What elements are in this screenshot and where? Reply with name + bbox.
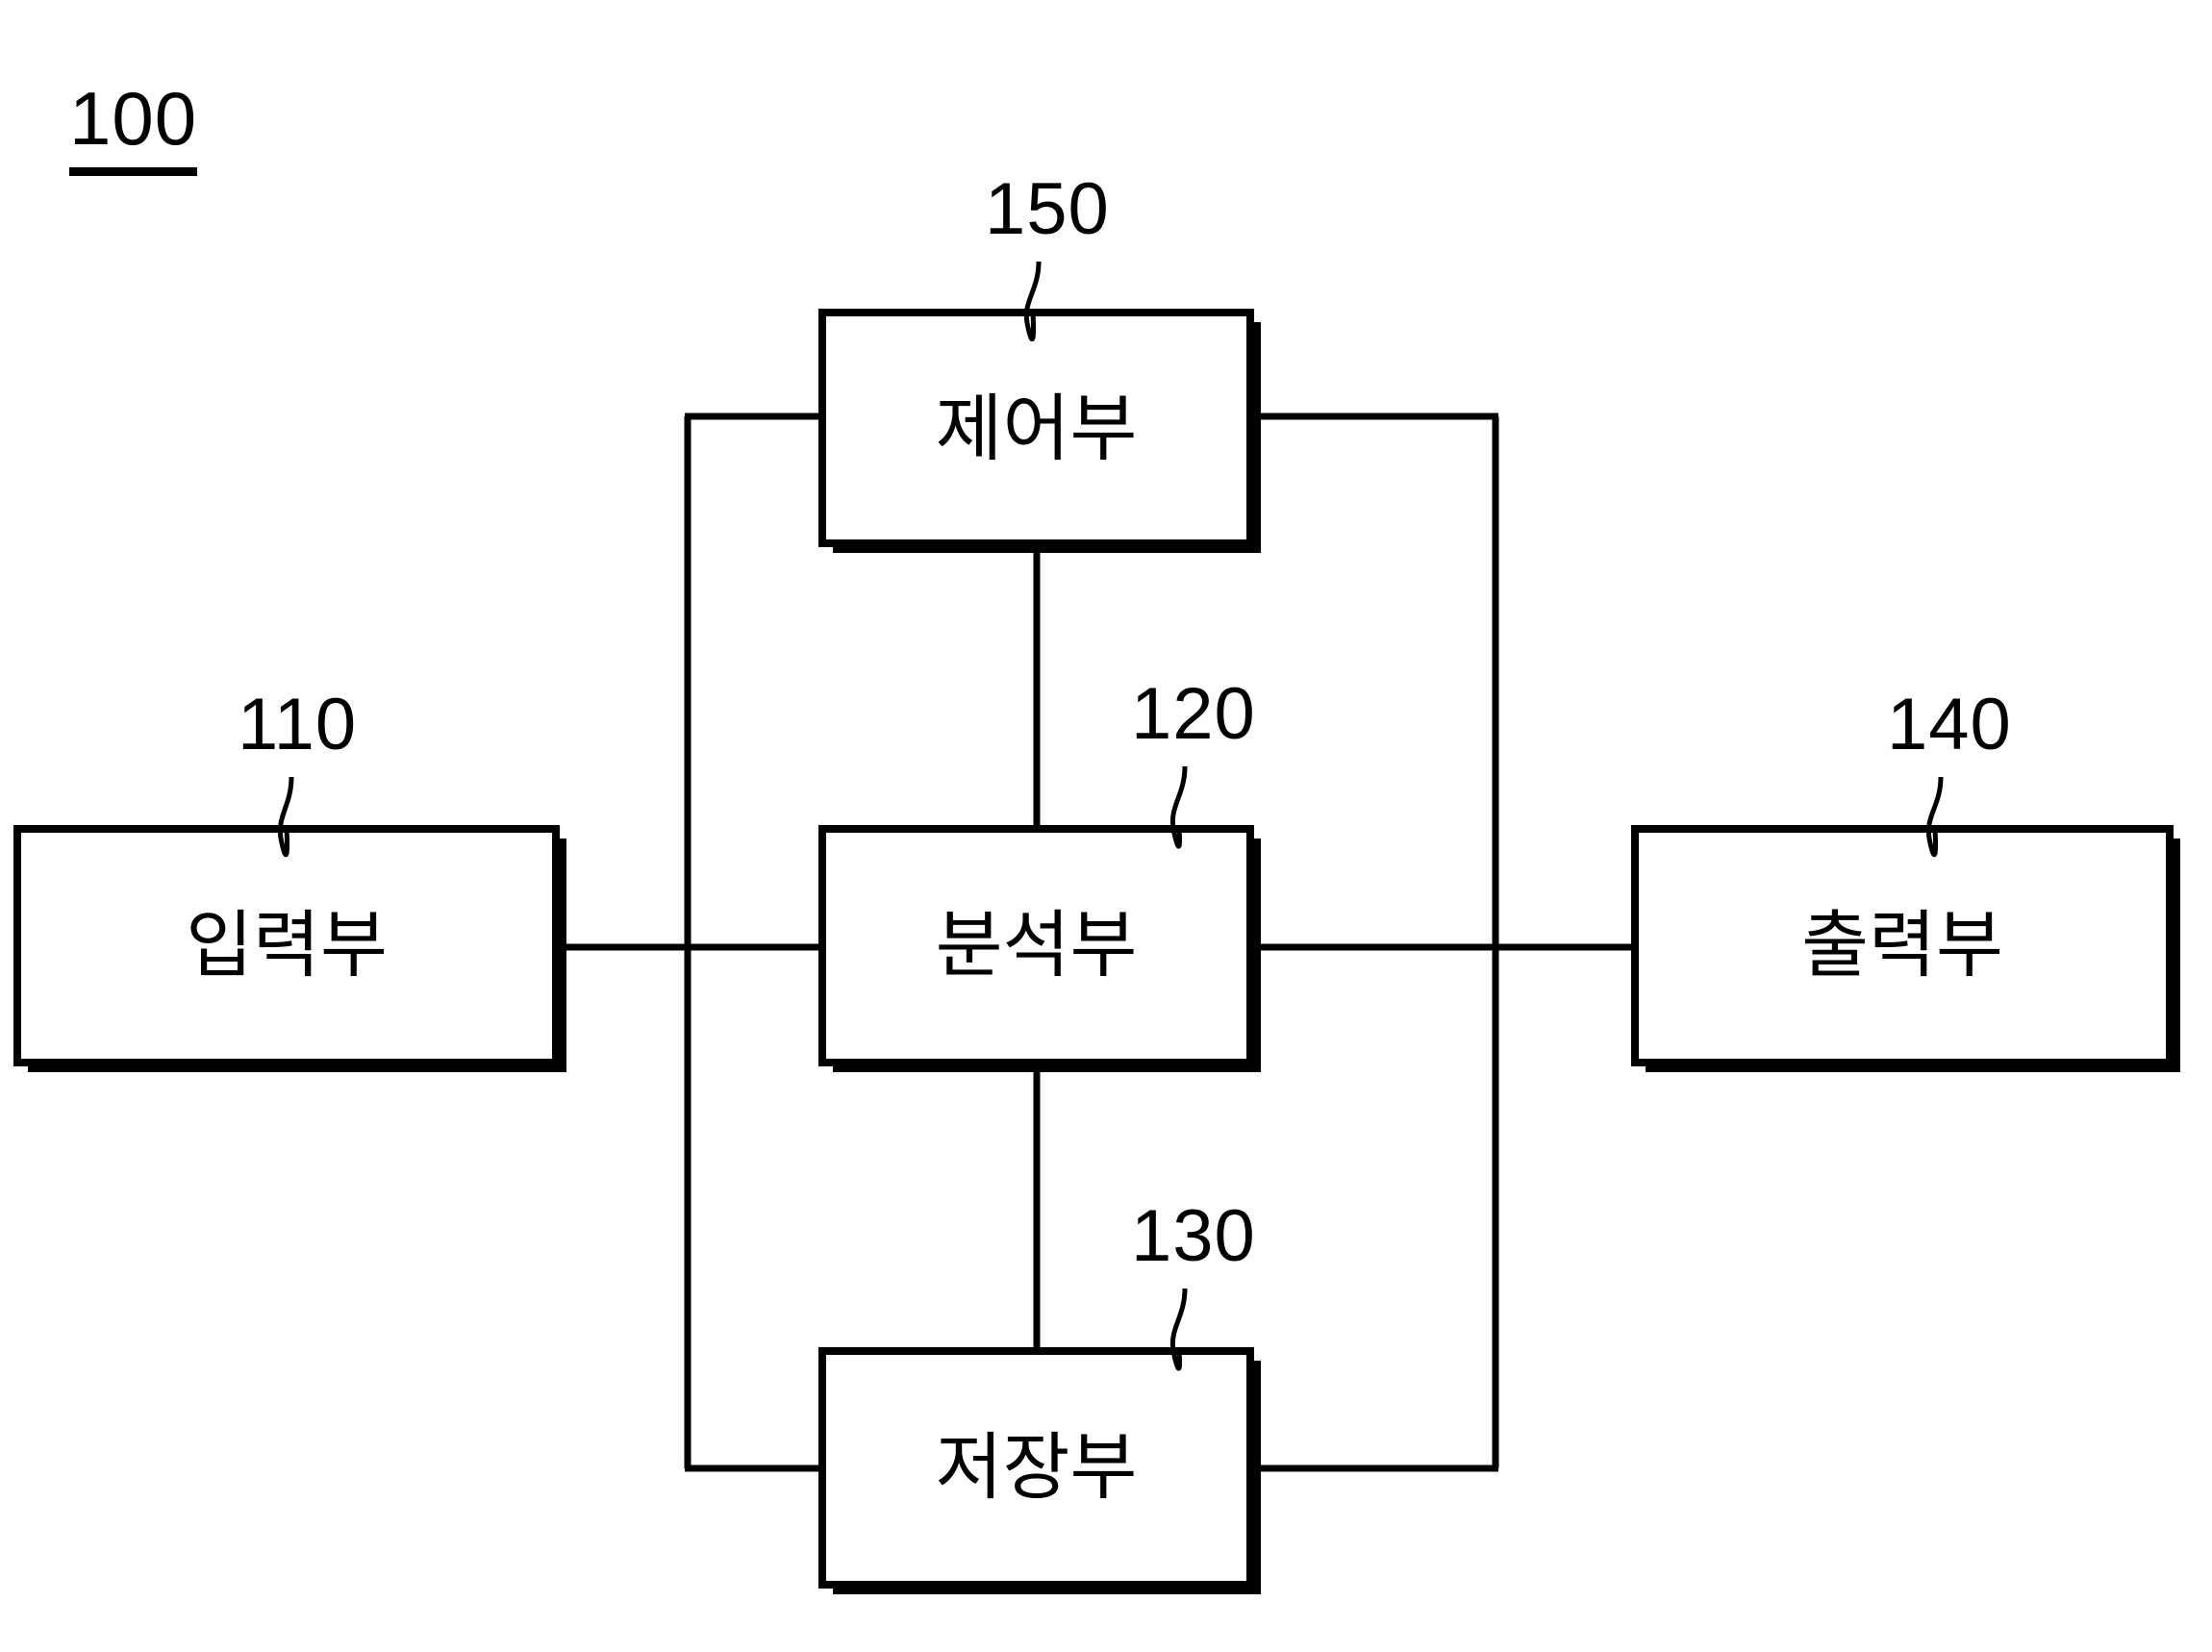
ref-num-120: 120: [1131, 673, 1256, 755]
leader-120: [1169, 765, 1188, 849]
block-rectangles: [13, 309, 2180, 1594]
leader-110: [277, 776, 294, 858]
ref-num-110: 110: [238, 684, 358, 765]
leader-lines: [277, 261, 1944, 1371]
figure-number: 100: [69, 81, 198, 176]
ref-num-140: 140: [1887, 684, 2012, 765]
block-label-output: 출력부: [1801, 902, 2003, 988]
block-input[interactable]: [13, 825, 566, 1072]
block-label-input: 입력부: [186, 902, 388, 988]
leader-130: [1169, 1288, 1188, 1371]
block-output[interactable]: [1631, 825, 2180, 1072]
leader-140: [1925, 776, 1944, 858]
block-analysis[interactable]: [818, 825, 1261, 1072]
block-control[interactable]: [818, 309, 1261, 553]
block-storage[interactable]: [818, 1347, 1261, 1594]
ref-num-130: 130: [1131, 1195, 1256, 1277]
block-label-control: 제어부: [935, 386, 1138, 471]
block-label-storage: 저장부: [935, 1424, 1138, 1510]
leader-150: [1023, 261, 1042, 341]
block-label-analysis: 분석부: [935, 902, 1138, 988]
connector-lines: [556, 413, 1637, 1472]
ref-num-150: 150: [985, 168, 1110, 250]
